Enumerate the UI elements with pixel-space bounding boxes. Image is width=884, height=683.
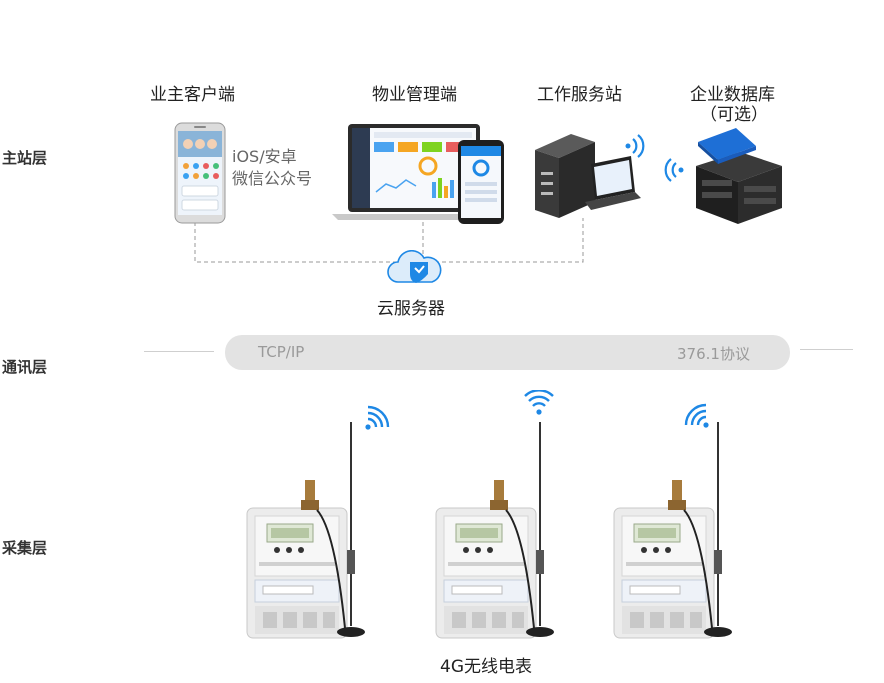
cloud-server-label: 云服务器 [377,299,445,319]
layer-label-master: 主站层 [2,149,48,167]
protocol-left-label: TCP/IP [258,343,305,361]
database-optional: （可选） [700,105,768,125]
meters-caption: 4G无线电表 [440,657,532,677]
owner-platform-line2: 微信公众号 [232,169,313,188]
layer-label-communication: 通讯层 [2,358,48,376]
cloud-server-icon [386,250,442,286]
meter-1 [245,400,385,644]
layer-label-collection: 采集层 [2,539,48,557]
meter-3 [612,400,752,644]
bar-side-line-left [144,351,214,352]
meter-2 [434,400,574,644]
workstation-computer-icon [531,126,643,222]
database-server-icon [688,124,786,226]
wifi-signal-icon [624,133,648,159]
wifi-signal-icon [661,157,685,183]
laptop-dashboard-icon [332,122,508,226]
phone-device-icon [174,122,226,224]
wifi-signal-icon [684,403,710,429]
workstation-title: 工作服务站 [537,85,622,105]
protocol-bar: TCP/IP 376.1协议 [225,335,790,370]
bar-side-line-right [800,349,853,350]
owner-client-title: 业主客户端 [150,85,235,105]
wifi-signal-icon [524,390,554,416]
database-title: 企业数据库 [690,85,775,105]
property-management-title: 物业管理端 [372,85,457,105]
owner-platform-line1: iOS/安卓 [232,147,297,166]
protocol-right-label: 376.1协议 [677,345,750,363]
wifi-signal-icon [364,405,390,431]
